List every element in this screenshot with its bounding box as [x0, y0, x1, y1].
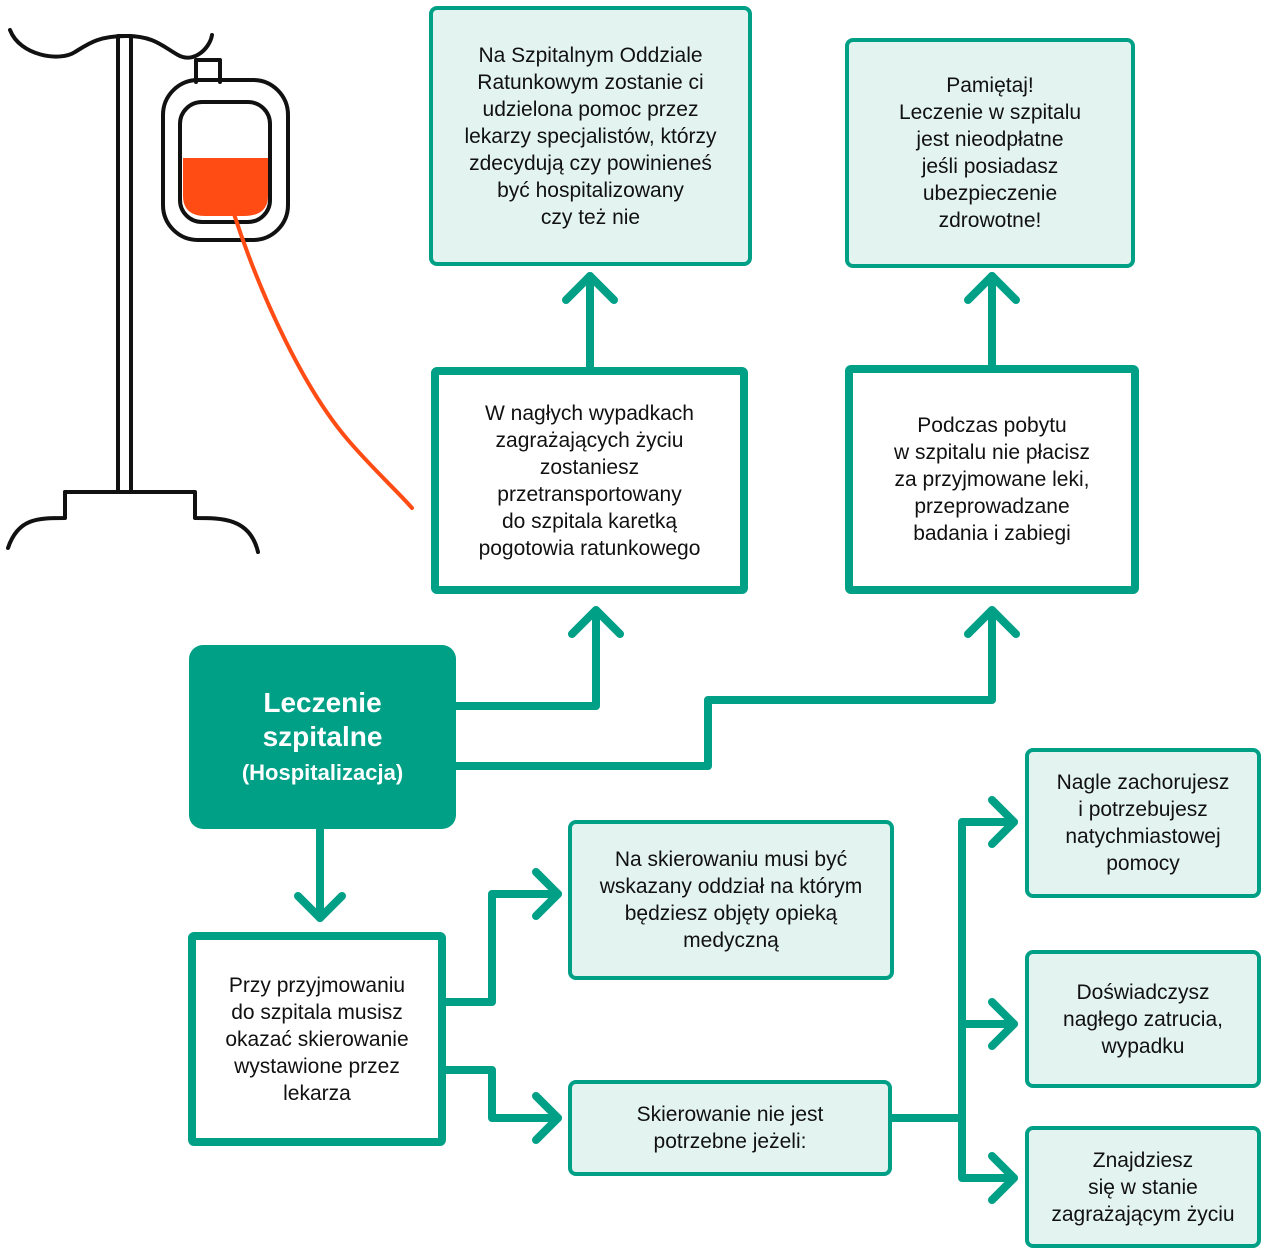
connectors	[294, 272, 1020, 1204]
box-life-threat: Znajdziesz się w stanie zagrażającym życ…	[1025, 1126, 1261, 1248]
box-referral-not-needed: Skierowanie nie jest potrzebne jeżeli:	[568, 1080, 892, 1176]
iv-fluid-bag	[183, 158, 268, 216]
box-sor-info: Na Szpitalnym Oddziale Ratunkowym zostan…	[429, 6, 752, 266]
box-free-hospital-stay: Podczas pobytu w szpitalu nie płacisz za…	[845, 365, 1139, 594]
box-referral-ward: Na skierowaniu musi być wskazany oddział…	[568, 820, 894, 980]
box-poisoning-accident: Doświadczysz nagłego zatrucia, wypadku	[1025, 950, 1261, 1088]
main-subtitle: (Hospitalizacja)	[241, 760, 404, 785]
iv-tube	[232, 212, 414, 510]
main-node-hospitalization: Leczenie szpitalne (Hospitalizacja)	[189, 645, 456, 829]
box-sudden-illness: Nagle zachorujesz i potrzebujesz natychm…	[1025, 748, 1261, 898]
box-admission-referral: Przy przyjmowaniu do szpitala musisz oka…	[188, 932, 446, 1146]
box-emergency-transport: W nagłych wypadkach zagrażających życiu …	[431, 367, 748, 594]
iv-drip-stand-icon	[6, 28, 290, 554]
box-free-treatment-reminder: Pamiętaj! Leczenie w szpitalu jest nieod…	[845, 38, 1135, 268]
main-title: Leczenie szpitalne	[262, 687, 383, 752]
